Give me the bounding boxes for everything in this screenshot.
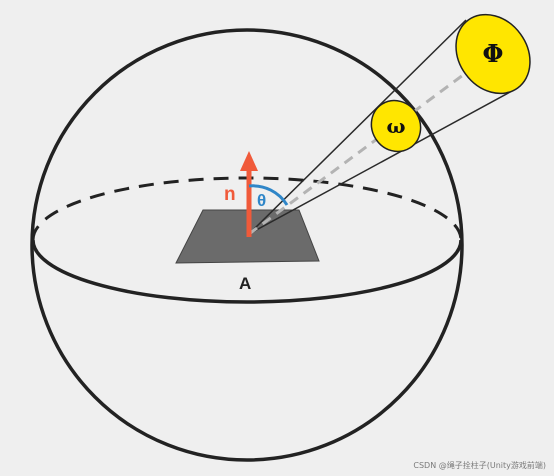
- theta-arc: [248, 184, 289, 206]
- normal-label: n: [224, 184, 236, 205]
- incident-ray-dashed: [248, 53, 491, 236]
- cone-edge-upper: [248, 19, 467, 235]
- watermark-text: CSDN @绳子拴柱子(Unity游戏前端): [413, 461, 546, 470]
- equator-front: [31, 239, 463, 304]
- flux-ellipse: [455, 13, 531, 95]
- area-label: A: [239, 274, 251, 293]
- solid-angle-label: ω: [386, 114, 405, 138]
- normal-arrow-head: [240, 151, 258, 171]
- cone-edge-lower: [248, 90, 513, 235]
- flux-label: Φ: [483, 39, 504, 68]
- theta-label: θ: [257, 191, 266, 210]
- solid-angle-ellipse: [370, 99, 422, 153]
